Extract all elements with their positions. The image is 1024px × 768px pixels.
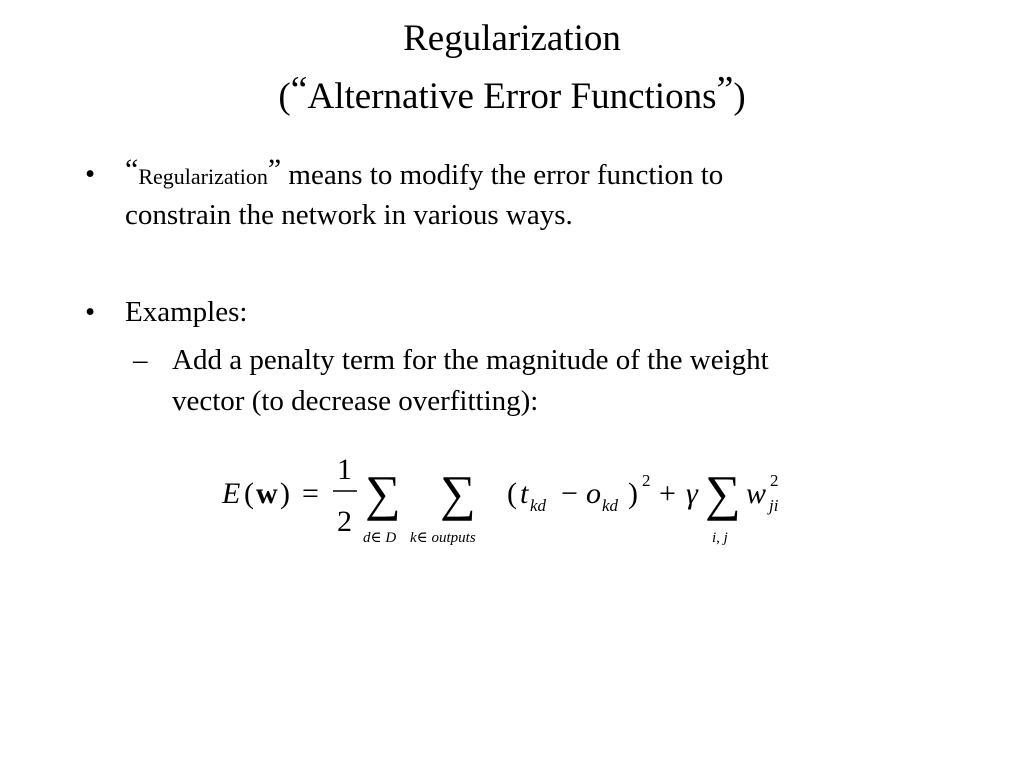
formula-minus: − (561, 477, 578, 510)
bullet-marker: • (85, 158, 96, 190)
formula-paren-open: ( (244, 477, 254, 510)
formula-o-sub: kd (602, 496, 619, 515)
formula-w-sup: 2 (770, 471, 779, 490)
bullet-1-rest: means to modify the error function to (281, 159, 724, 191)
title-paren-close: ) (733, 76, 746, 117)
formula-sum1-sub: d∈ D (363, 530, 396, 546)
formula-o: o (586, 477, 601, 510)
title-text: Regularization (403, 18, 621, 59)
formula-sum1: ∑ (365, 465, 401, 521)
title-subtitle-text: Alternative Error Functions (307, 76, 717, 117)
formula-paren2-open: ( (507, 477, 517, 510)
title-paren-open: ( (278, 76, 291, 117)
formula-paren2-close: ) (628, 477, 638, 510)
formula-equals: = (302, 477, 319, 510)
formula-sum2: ∑ (440, 465, 476, 521)
formula-w: w (746, 477, 766, 510)
formula-w-bold: w (256, 477, 278, 510)
slide-title-line1: Regularization (0, 20, 1024, 57)
formula-E: E (221, 477, 240, 510)
bullet-1-term: Regularization (138, 164, 268, 189)
formula-t-sub: kd (530, 496, 547, 515)
formula-frac-den: 2 (337, 505, 352, 538)
formula-frac-num: 1 (337, 453, 352, 486)
formula-w-sub: ji (767, 496, 779, 515)
formula-gamma: γ (686, 477, 699, 510)
sub-bullet-line1: Add a penalty term for the magnitude of … (172, 344, 769, 376)
bullet-1-line2: constrain the network in various ways. (125, 199, 573, 231)
sub-bullet-marker: – (133, 344, 148, 376)
title-quote-close: ” (716, 69, 734, 111)
bullet-1-quote-open: “ (125, 153, 139, 186)
formula-paren-close: ) (280, 477, 290, 510)
bullet-marker: • (85, 296, 96, 328)
formula-t: t (520, 477, 529, 510)
bullet-1-line1: “Regularization” means to modify the err… (125, 155, 724, 191)
bullet-2-text: Examples: (125, 296, 248, 328)
title-quote-open: “ (290, 69, 308, 111)
slide-title-line2: (“Alternative Error Functions”) (0, 71, 1024, 117)
bullet-1-quote-close: ” (267, 153, 282, 186)
formula-sum2-sub: k∈ outputs (410, 530, 476, 546)
formula-sum3-sub: i, j (712, 530, 728, 546)
formula-plus: + (659, 477, 676, 510)
formula-square: 2 (642, 471, 651, 490)
formula-sum3: ∑ (705, 465, 741, 521)
sub-bullet-line2: vector (to decrease overfitting): (172, 385, 539, 417)
